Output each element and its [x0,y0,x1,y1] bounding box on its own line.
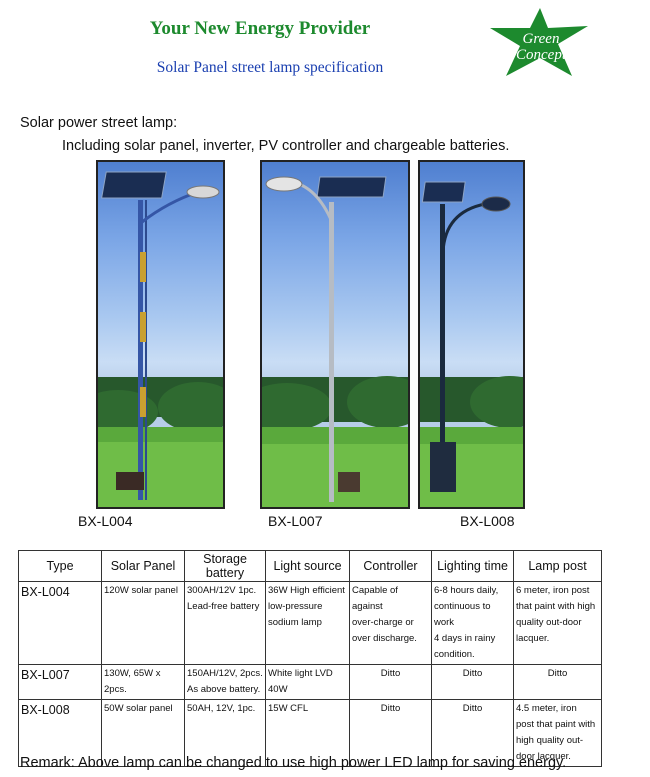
green-concept-logo: Green Concept [490,8,588,76]
header-light-source: Light source [265,550,350,582]
header-solar-panel: Solar Panel [101,550,185,582]
cell-lamp-post: Ditto [513,664,602,700]
cell-light-source: 15W CFL [265,699,350,767]
intro-heading: Solar power street lamp: [20,115,178,131]
cell-solar-panel: 50W solar panel [101,699,185,767]
cell-controller: Ditto [349,664,432,700]
specification-table: Type Solar Panel Storage battery Light s… [18,550,602,767]
caption-bx-l008: BX-L008 [460,513,515,529]
remark-text: Remark: Above lamp can be changed to use… [20,755,567,771]
header-type: Type [18,550,102,582]
page-title: Your New Energy Provider [149,18,371,39]
cell-storage-battery: 300AH/12V 1pc.Lead-free battery [184,581,266,665]
cell-storage-battery: 150AH/12V, 2pcs.As above battery. [184,664,266,700]
header-controller: Controller [349,550,432,582]
header-lamp-post: Lamp post [513,550,602,582]
cell-lighting-time: Ditto [431,664,514,700]
cell-controller: Ditto [349,699,432,767]
photo-bx-l008 [418,160,525,509]
header-lighting-time: Lighting time [431,550,514,582]
intro-description: Including solar panel, inverter, PV cont… [62,138,510,154]
table-header-row: Type Solar Panel Storage battery Light s… [18,550,602,582]
cell-type: BX-L007 [18,664,102,700]
cell-lighting-time: Ditto [431,699,514,767]
logo-text-green: Green [523,31,560,47]
photo-bx-l007 [260,160,410,509]
cell-type: BX-L008 [18,699,102,767]
table-row: BX-L004 120W solar panel 300AH/12V 1pc.L… [18,581,602,665]
cell-type: BX-L004 [18,581,102,665]
table-row: BX-L008 50W solar panel 50AH, 12V, 1pc. … [18,699,602,767]
photo-bx-l004 [96,160,225,509]
logo-text-concept: Concept [516,47,567,63]
caption-bx-l004: BX-L004 [78,513,133,529]
header-storage-battery: Storage battery [184,550,266,582]
page-subtitle: Solar Panel street lamp specification [156,59,384,76]
caption-bx-l007: BX-L007 [268,513,323,529]
star-badge-icon [490,8,588,76]
cell-solar-panel: 120W solar panel [101,581,185,665]
